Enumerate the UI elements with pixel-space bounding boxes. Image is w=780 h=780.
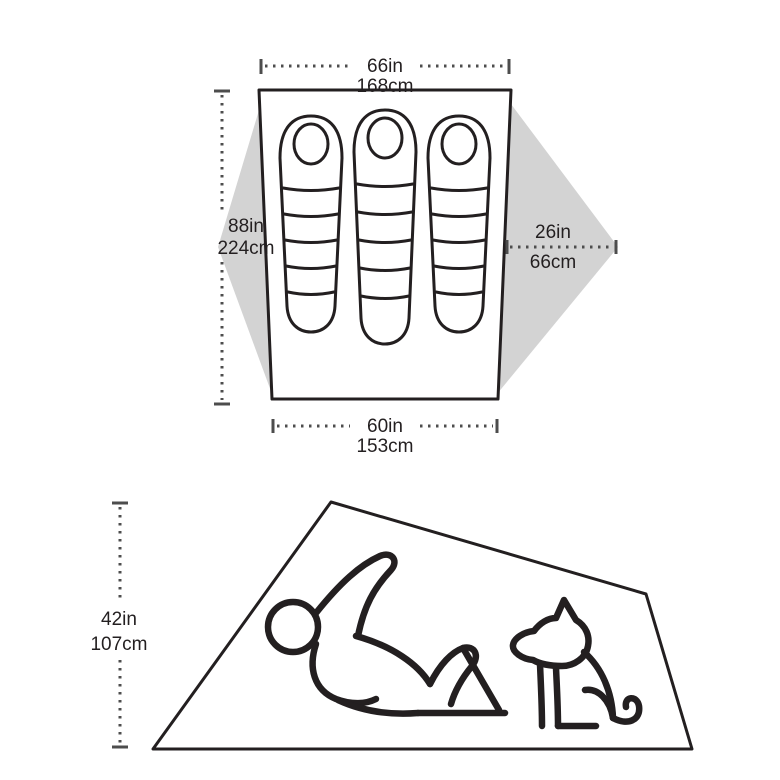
baffle-line	[356, 210, 414, 216]
height-inches-label: 42in	[101, 609, 137, 630]
baffle-line	[429, 186, 489, 192]
top-width-inches-label: 66in	[367, 56, 403, 77]
baffle-line	[355, 182, 415, 188]
dog-head	[509, 596, 592, 670]
baffle-line	[358, 266, 412, 272]
sleeping-bag-outline	[352, 108, 418, 346]
floorplan-view: 66in 168cm 88in 224cm 26in 66cm 60in	[214, 56, 618, 457]
length-inches-label: 88in	[228, 216, 264, 237]
sleeping-bag-hood	[292, 122, 330, 166]
dimension-height: 42in 107cm	[90, 501, 148, 749]
baffle-line	[283, 238, 339, 244]
person-bent-thigh	[426, 644, 480, 708]
dog-front-leg	[552, 664, 562, 730]
sleeping-bag-hood	[440, 122, 478, 166]
dimension-bottom-width: 60in 153cm	[271, 416, 499, 457]
baffle-line	[431, 238, 487, 244]
bottom-width-inches-label: 60in	[367, 416, 403, 437]
person-icon	[264, 551, 509, 717]
baffle-line	[359, 294, 411, 300]
baffle-line	[281, 186, 341, 192]
baffle-line	[432, 264, 486, 270]
sleeping-bag-outline	[426, 114, 492, 334]
length-cm-label: 224cm	[217, 238, 274, 259]
sleeping-bag-icon-middle	[352, 108, 418, 346]
sleeping-bag-hood	[366, 116, 404, 160]
dimension-vestibule-depth: 26in 66cm	[505, 222, 618, 273]
side-view: 42in 107cm	[90, 500, 694, 751]
vestibule-left-shape	[218, 100, 272, 394]
dog-tail	[609, 695, 643, 725]
sleeping-bag-icon-left	[278, 114, 344, 334]
baffle-line	[286, 290, 336, 296]
height-cm-label: 107cm	[90, 634, 147, 655]
dog-front-leg	[536, 660, 546, 730]
top-width-cm-label: 168cm	[356, 76, 413, 97]
person-head	[264, 598, 322, 656]
person-raised-arm	[312, 551, 398, 640]
person-shin	[459, 644, 503, 714]
baffle-line	[430, 212, 488, 218]
sleeping-bag-outline	[278, 114, 344, 334]
bottom-width-cm-label: 153cm	[356, 436, 413, 457]
baffle-line	[284, 264, 338, 270]
baffle-line	[357, 238, 413, 244]
dog-haunch	[581, 686, 617, 722]
dog-icon	[509, 596, 643, 730]
dimension-top-width: 66in 168cm	[259, 56, 511, 97]
dimension-length: 88in 224cm	[214, 89, 275, 406]
baffle-line	[282, 212, 340, 218]
person-torso-bottom	[334, 696, 422, 717]
person-torso-back	[352, 632, 434, 688]
vestibule-inches-label: 26in	[535, 222, 571, 243]
baffle-line	[434, 290, 484, 296]
vestibule-cm-label: 66cm	[530, 252, 576, 273]
vestibule-right-shape	[497, 100, 618, 394]
sleeping-bag-icon-right	[426, 114, 492, 334]
